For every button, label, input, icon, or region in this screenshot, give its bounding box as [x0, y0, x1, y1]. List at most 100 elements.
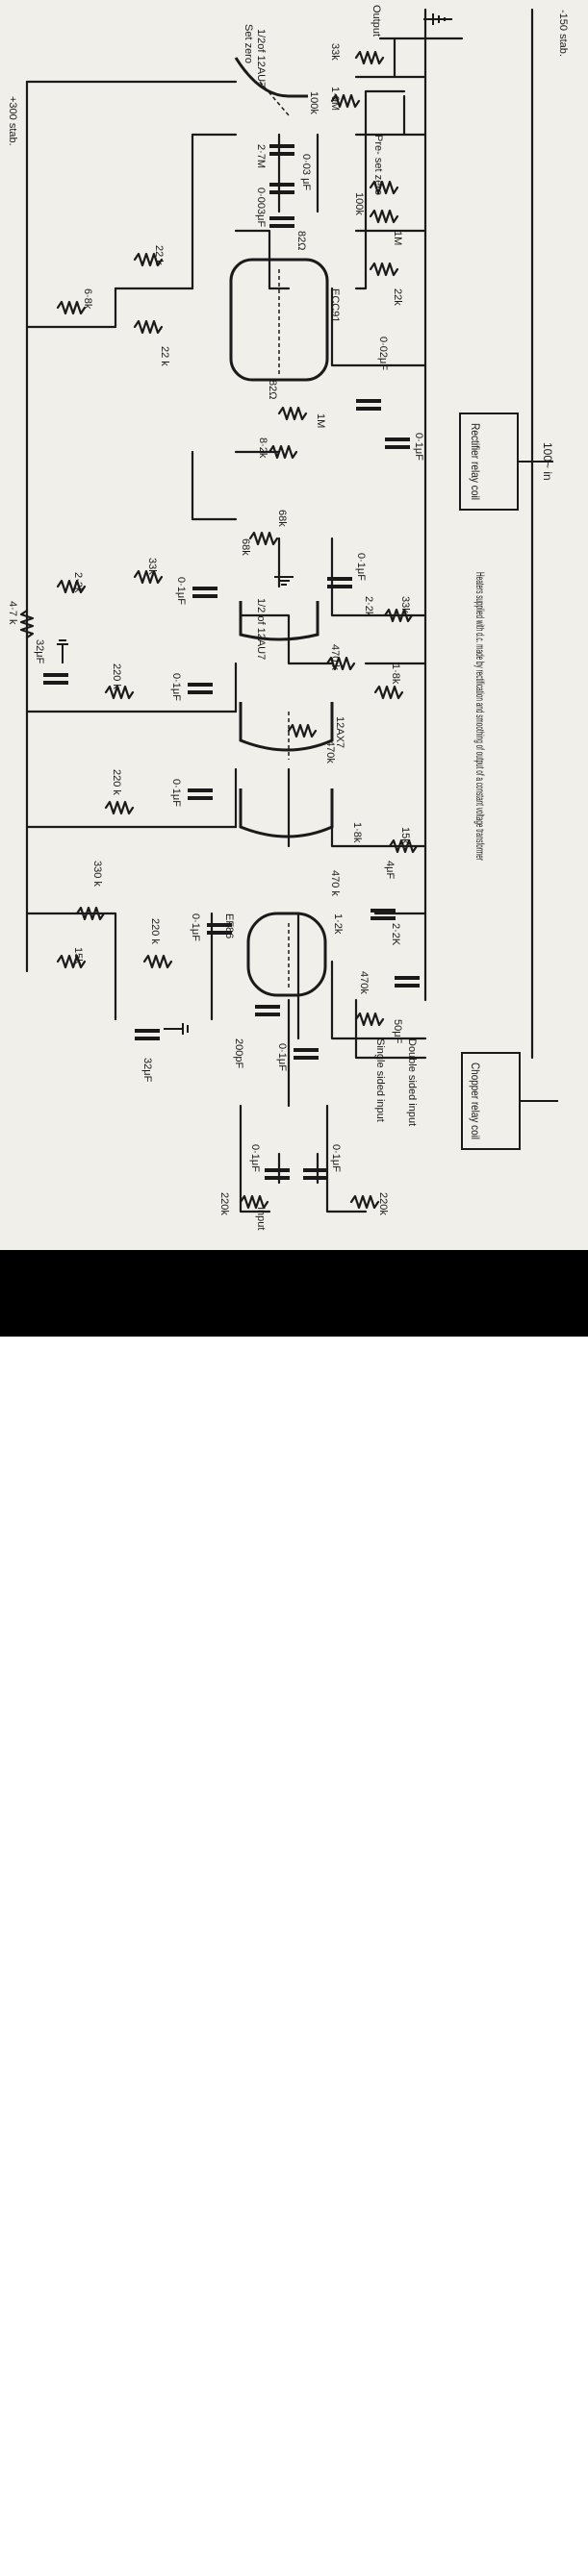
r-33k-b-label: 33k [399, 596, 411, 613]
r-470k-d-label: 470 k [329, 870, 341, 896]
c-50uF-label: 50μF [392, 1019, 403, 1044]
r-220k-c-label: 220 k [111, 769, 122, 795]
capacitor-0p1-g [265, 1168, 290, 1172]
set-zero-label: Set zero [243, 24, 254, 63]
capacitor-32uF-top [43, 673, 68, 677]
chopper-box-label: Chopper relay coil [469, 1063, 482, 1139]
r-1M9-label: 1·9M [329, 87, 341, 111]
r-2k2-b-label: 2·2K [390, 923, 401, 946]
r-1M-b-label: 1M [392, 231, 403, 245]
r-470k-b-label: 470 k [329, 644, 341, 670]
watermark-bar: alamy Image ID: T0TGJY www.alamy.com [0, 1250, 588, 2576]
r-2k2-c-label: 2·2k [363, 596, 374, 617]
r-1k8-a-label: 1·8k [390, 663, 401, 685]
resistor-15k [56, 954, 87, 969]
r-100k-b-label: 100k [308, 91, 320, 114]
c-01uF-g-label: 0·1μF [249, 1144, 261, 1172]
resistor-220k-b [104, 685, 135, 700]
circuit-diagram: +300 stab. -150 stab. 4·7 k 32μF 6·8k 22… [7, 5, 569, 1230]
output-label: Output [371, 5, 382, 37]
mains-label: 100~ in [541, 442, 554, 481]
r-220k-b-label: 220 k [111, 663, 122, 689]
resistor-68k [248, 531, 279, 546]
resistor-470k-d [354, 1012, 385, 1027]
capacitor-200pF [255, 1005, 280, 1009]
capacitor-002 [356, 399, 381, 403]
c-01uF-c-label: 0·1μF [175, 577, 187, 605]
c-32uF-top-label: 32μF [34, 639, 45, 664]
tube-12au7-a-label: 1/2 of 12AU7 [255, 598, 267, 660]
resistor-33k-b [383, 608, 414, 623]
resistor-15k-b [388, 838, 419, 854]
capacitor-0p1-b [188, 788, 213, 792]
rectifier-relay-coil-box [459, 413, 519, 511]
capacitor-0p1-h [303, 1168, 328, 1172]
r-68k-b-label: 68k [276, 510, 288, 527]
image-code: Image ID: T0TGJY www.alamy.com [187, 2562, 401, 2576]
resistor-4k7 [19, 609, 35, 639]
resistor-1M-a [277, 406, 308, 421]
c-002uF-label: 0·02μF [377, 337, 389, 370]
capacitor-0p1-in [294, 1048, 319, 1052]
r-470k-c-label: 470k [358, 971, 370, 994]
double-sided-label: Double sided input [406, 1038, 418, 1126]
resistor-22k-a [133, 252, 164, 267]
c-32uF-left-label: 32μF [141, 1058, 153, 1083]
tube-12au7-b [234, 57, 308, 98]
tube-ecc91-label: ECC91 [329, 288, 341, 322]
resistor-33k-out [354, 50, 385, 65]
r-330k-label: 330 k [91, 861, 103, 887]
c-200pF-label: 200pF [233, 1038, 244, 1068]
resistor-1M-b [369, 209, 399, 224]
r-100k-a-label: 100k [353, 192, 365, 215]
capacitor-0p1-a [188, 683, 213, 687]
r-1k2-label: 1·2k [332, 913, 344, 935]
r-15k-left-label: 15k [72, 947, 84, 964]
r-1M-a-label: 1M [315, 413, 326, 428]
capacitor-0p1-f [207, 923, 232, 927]
resistor-220k-in-b [349, 1194, 380, 1210]
resistor-33k-top [133, 569, 164, 585]
rail-neg-label: -150 stab. [557, 10, 569, 57]
c-4uF-label: 4μF [384, 861, 396, 879]
tube-ef86-label: EF86 [223, 913, 235, 938]
r-82-b-label: 82Ω [295, 231, 307, 250]
r-470k-a-label: 470k [324, 740, 336, 763]
resistor-470k-mid [287, 723, 318, 738]
r-6k8-label: 6·8k [82, 288, 93, 310]
r-2M7-label: 2·7M [255, 144, 267, 168]
c-01uF-e-label: 0·1μF [413, 433, 424, 461]
capacitor-003 [269, 183, 294, 187]
c-01uF-b-label: 0·1μF [170, 779, 182, 807]
resistor-100k [369, 180, 399, 195]
resistor-220k-in-a [239, 1194, 269, 1210]
capacitor-2M7 [269, 144, 294, 148]
resistor-330k [75, 906, 106, 921]
r-2k2-top-label: 2·2k [72, 572, 84, 593]
tube-12au7-b-label: 1/2of 12AU7 [255, 29, 267, 88]
input-label: Input [255, 1207, 267, 1230]
r-22k-a-label: 22 k [153, 245, 165, 265]
resistor-1k8-a [373, 685, 404, 700]
preset-zero-label: Pre- set zero [372, 135, 384, 195]
resistor-6k8 [56, 300, 87, 315]
r-220k-egrid-label: 220 k [149, 918, 161, 944]
capacitor-0003 [269, 216, 294, 220]
c-01uF-h-label: 0·1μF [330, 1144, 342, 1172]
heaters-note: Heaters supplied with d.c. made by recti… [473, 572, 487, 861]
c-0003uF-label: 0·003μF [255, 188, 267, 227]
r-4k7-label: 4·7 k [7, 601, 18, 625]
capacitor-32uF-left [135, 1029, 160, 1033]
capacitor-4uF [371, 909, 396, 913]
resistor-1M9 [330, 93, 361, 109]
tube-12ax7-a [239, 788, 334, 838]
resistor-22k-d [369, 262, 399, 277]
capacitor-0p1-e [385, 438, 410, 441]
r-220k-in-a-label: 220k [218, 1192, 230, 1215]
resistor-470k-k [325, 656, 356, 671]
r-82-a-label: 82Ω [267, 380, 278, 399]
r-1k8-b-label: 1·8k [351, 822, 363, 843]
c-01uF-in-label: 0·1μF [276, 1043, 288, 1071]
capacitor-0p1-c [192, 587, 217, 590]
r-8k2-label: 8·2k [257, 438, 268, 459]
